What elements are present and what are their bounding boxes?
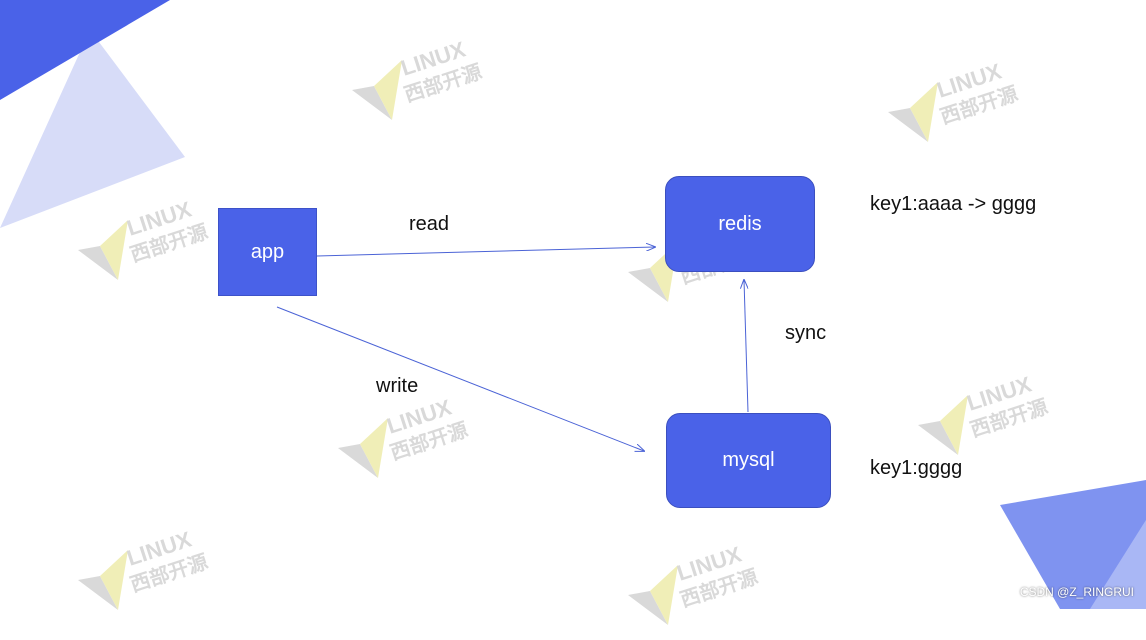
credit-text: CSDN @Z_RINGRUI [1019,585,1134,599]
node-mysql-label: mysql [722,449,775,471]
edge-write-label: write [376,375,419,397]
watermark-logo: LINUX 西部开源 [888,58,1048,152]
edge-read-label: read [409,213,450,235]
watermark-logo: LINUX 西部开源 [338,394,498,488]
edge-write-arrow [276,306,644,451]
watermark-logo: LINUX 西部开源 [78,196,238,290]
mysql-value-annotation: key1:gggg [870,457,963,479]
watermark-logo: LINUX 西部开源 [78,526,238,620]
watermark-logo: LINUX 西部开源 [918,371,1078,465]
bottom-right-mid-triangle [1000,480,1146,609]
edge-sync-arrow [744,280,749,413]
node-redis: redis [665,176,815,272]
redis-value-annotation: key1:aaaa -> gggg [870,193,1037,215]
edge-read-arrow [316,247,655,257]
watermark-logo: LINUX 西部开源 [352,36,512,130]
node-app-label: app [250,240,285,263]
edge-sync-label: sync [785,322,827,344]
watermark-logo: LINUX 西部开源 [628,541,788,635]
node-app: app [218,208,317,296]
diagram-edges [276,0,749,609]
node-redis-label: redis [718,212,762,235]
background-decoration [0,0,1146,609]
top-left-light-triangle [0,30,185,228]
bottom-right-light-triangle [1090,520,1146,609]
node-mysql: mysql [666,413,831,508]
top-left-dark-triangle [0,0,170,100]
